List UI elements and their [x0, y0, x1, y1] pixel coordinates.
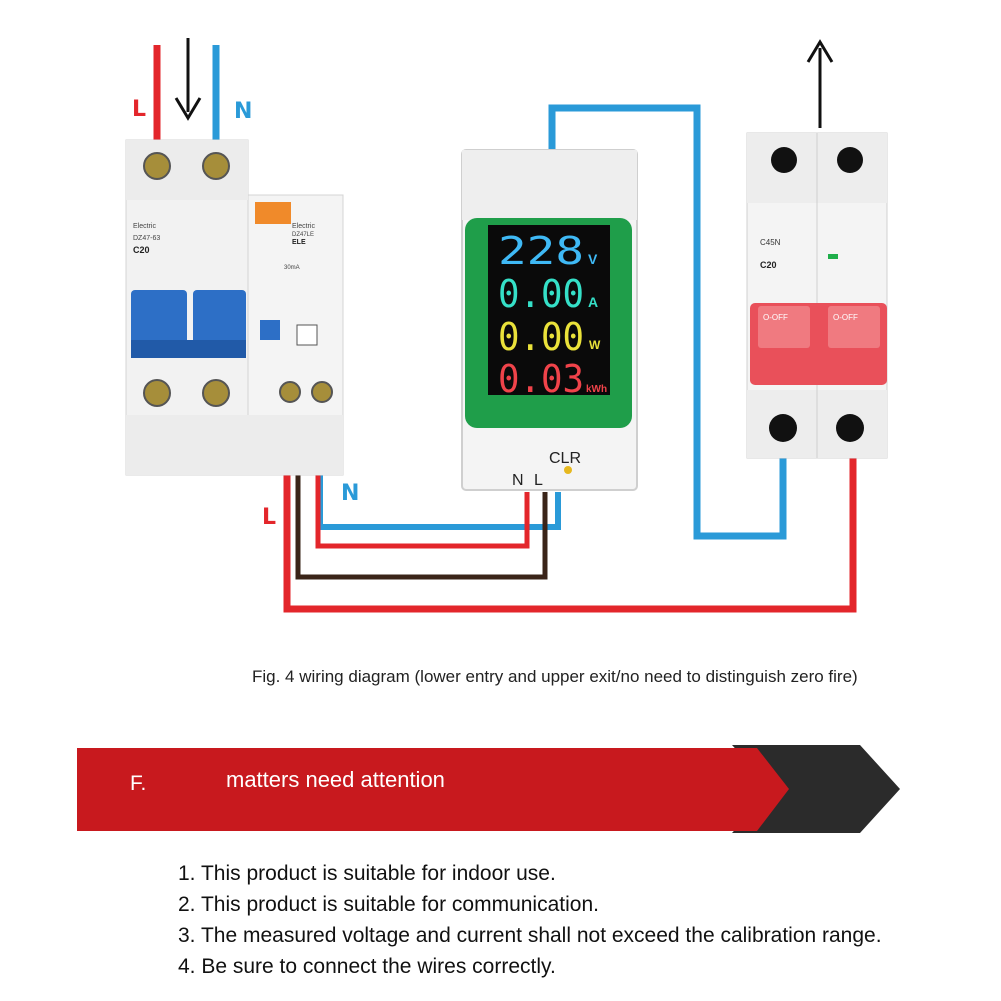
- breaker-switch-right[interactable]: [828, 306, 880, 348]
- terminal-screw-icon: [143, 379, 171, 407]
- energy-unit: kWh: [586, 384, 607, 395]
- rcbo-orange-tab: [255, 202, 291, 224]
- brown-jumper-wire: [295, 400, 548, 580]
- input-live-label: L: [132, 97, 146, 122]
- terminal-screw-icon: [769, 414, 797, 442]
- note-item: 3. The measured voltage and current shal…: [178, 924, 882, 947]
- notes-list: 1. This product is suitable for indoor u…: [178, 858, 882, 982]
- current-unit: A: [588, 294, 598, 310]
- voltage-value: 228: [498, 229, 584, 273]
- terminal-screw-icon: [143, 152, 171, 180]
- rcbo-rating-left: C20: [133, 245, 150, 255]
- input-neutral-label: N: [234, 99, 252, 124]
- breaker-switch-left-label: O-OFF: [763, 313, 788, 322]
- output-breaker: O-OFF O-OFF C45N C20: [746, 132, 888, 459]
- rcbo-test-button[interactable]: [260, 320, 280, 340]
- meter-n-label: N: [512, 472, 524, 489]
- breaker-switch-right-label: O-OFF: [833, 313, 858, 322]
- meter-display: [488, 225, 610, 395]
- rcbo-live-to-breaker-wire: [283, 395, 857, 613]
- meter-l-label: L: [534, 472, 543, 489]
- figure-caption: Fig. 4 wiring diagram (lower entry and u…: [252, 667, 858, 686]
- note-item: 1. This product is suitable for indoor u…: [178, 862, 556, 885]
- power-value: 0.00: [498, 315, 584, 359]
- breaker-indicator: [828, 254, 838, 259]
- terminal-screw-icon: [279, 381, 301, 403]
- voltage-unit: V: [588, 251, 598, 267]
- output-neutral-label: N: [341, 481, 359, 506]
- energy-value: 0.03: [498, 357, 584, 401]
- terminal-screw-icon: [771, 147, 797, 173]
- section-title: matters need attention: [226, 767, 445, 792]
- section-letter: F.: [130, 772, 147, 795]
- banner-red-bar: [77, 748, 789, 831]
- terminal-screw-icon: [837, 147, 863, 173]
- breaker-switch-left[interactable]: [758, 306, 810, 348]
- clr-reset-button[interactable]: [564, 466, 572, 474]
- rcbo-brand-right: Electric: [292, 223, 315, 230]
- output-live-label: L: [262, 505, 276, 530]
- power-unit: W: [589, 338, 601, 352]
- current-value: 0.00: [498, 272, 584, 316]
- note-item: 2. This product is suitable for communic…: [178, 893, 599, 916]
- terminal-screw-icon: [202, 152, 230, 180]
- banner-dark-arrow: [732, 745, 900, 833]
- rcbo-type-right: ELE: [292, 239, 306, 246]
- breaker-rating: C20: [760, 260, 777, 270]
- rcbo-brand-left: Electric: [133, 223, 156, 230]
- up-arrow-icon: [806, 39, 834, 128]
- terminal-screw-icon: [836, 414, 864, 442]
- rcbo-breaker: Electric DZ47-63 C20 Electric DZ47LE ELE…: [125, 139, 344, 476]
- rcbo-trip-current: 30mA: [284, 265, 300, 271]
- rcbo-model-right: DZ47LE: [292, 232, 314, 238]
- note-item: 4. Be sure to connect the wires correctl…: [178, 955, 556, 978]
- meter-to-breaker-neutral-wire: [548, 104, 787, 540]
- section-banner: [77, 745, 900, 833]
- wiring-diagram: L N N L Electric DZ47-63 C20 Electric DZ…: [125, 38, 888, 613]
- down-arrow-icon: [174, 38, 202, 121]
- energy-meter: 228 V 0.00 A 0.00 W 0.03 kWh CLR N L: [461, 149, 638, 491]
- rcbo-model-left: DZ47-63: [133, 235, 160, 242]
- terminal-screw-icon: [202, 379, 230, 407]
- meter-clr-label: CLR: [549, 450, 581, 467]
- breaker-model: C45N: [760, 238, 781, 247]
- terminal-screw-icon: [311, 381, 333, 403]
